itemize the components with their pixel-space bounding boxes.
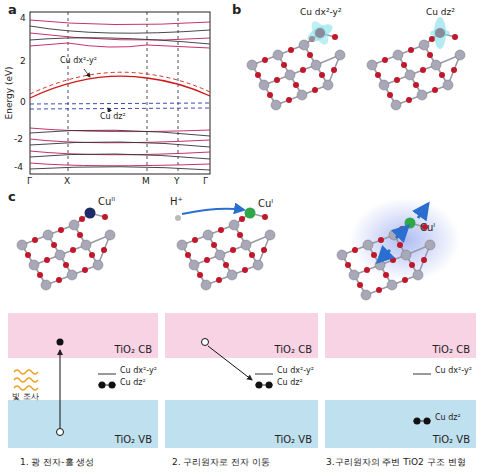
k-point: Y xyxy=(174,177,180,187)
axis-tick: 4 xyxy=(20,14,26,24)
band-label: TiO₂ VB xyxy=(275,434,312,445)
panel-letter: b xyxy=(232,3,241,17)
valence-band: TiO₂ VB xyxy=(325,400,476,448)
level-label: Cu dx²-y² xyxy=(277,367,314,376)
copper-state: Cuᴵ xyxy=(420,222,435,233)
orbital-label: Cu dz² xyxy=(426,8,455,18)
step-caption: 1. 광 전자-홀 생성 xyxy=(20,458,94,468)
panel-letter: a xyxy=(8,3,17,17)
axis-tick: 2 xyxy=(20,57,26,67)
step-caption: 2. 구리원자로 전자 이동 xyxy=(172,458,270,468)
level-label: Cu dz² xyxy=(435,414,461,423)
axis-tick: 0 xyxy=(20,98,26,108)
band-label: TiO₂ VB xyxy=(115,434,152,445)
level-label: Cu dz² xyxy=(277,379,303,388)
band-label: TiO₂ CB xyxy=(115,344,152,355)
light-label: 빛 조사 xyxy=(12,393,39,402)
orbital-label: Cu dz² xyxy=(100,113,126,122)
axis-title: Energy (eV) xyxy=(5,63,15,123)
proton-label: H⁺ xyxy=(170,196,183,207)
copper-state: Cuᴵ xyxy=(258,198,273,209)
k-point: X xyxy=(64,177,70,187)
copper-state: Cuᴵᴵ xyxy=(98,196,115,207)
level-label: Cu dz² xyxy=(120,379,146,388)
k-point: M xyxy=(142,177,150,187)
step-caption: 3.구리원자의 주변 TiO2 구조 변형 xyxy=(326,458,466,468)
conduction-band: TiO₂ CB xyxy=(325,313,476,358)
k-point: Γ xyxy=(27,177,32,187)
orbital-label: Cu dx²-y² xyxy=(60,57,97,66)
valence-band: TiO₂ VB xyxy=(8,400,158,448)
level-label: Cu dx²-y² xyxy=(435,367,472,376)
conduction-band: TiO₂ CB xyxy=(8,313,158,358)
panel-letter: c xyxy=(8,190,16,204)
level-label: Cu dx²-y² xyxy=(120,367,157,376)
axis-tick: -4 xyxy=(14,163,23,173)
orbital-label: Cu dx²-y² xyxy=(300,8,342,18)
band-label: TiO₂ CB xyxy=(275,344,312,355)
band-label: TiO₂ VB xyxy=(433,434,470,445)
band-label: TiO₂ CB xyxy=(433,344,470,355)
k-point: Γ xyxy=(203,177,208,187)
valence-band: TiO₂ VB xyxy=(165,400,318,448)
conduction-band: TiO₂ CB xyxy=(165,313,318,358)
axis-tick: -2 xyxy=(14,135,23,145)
